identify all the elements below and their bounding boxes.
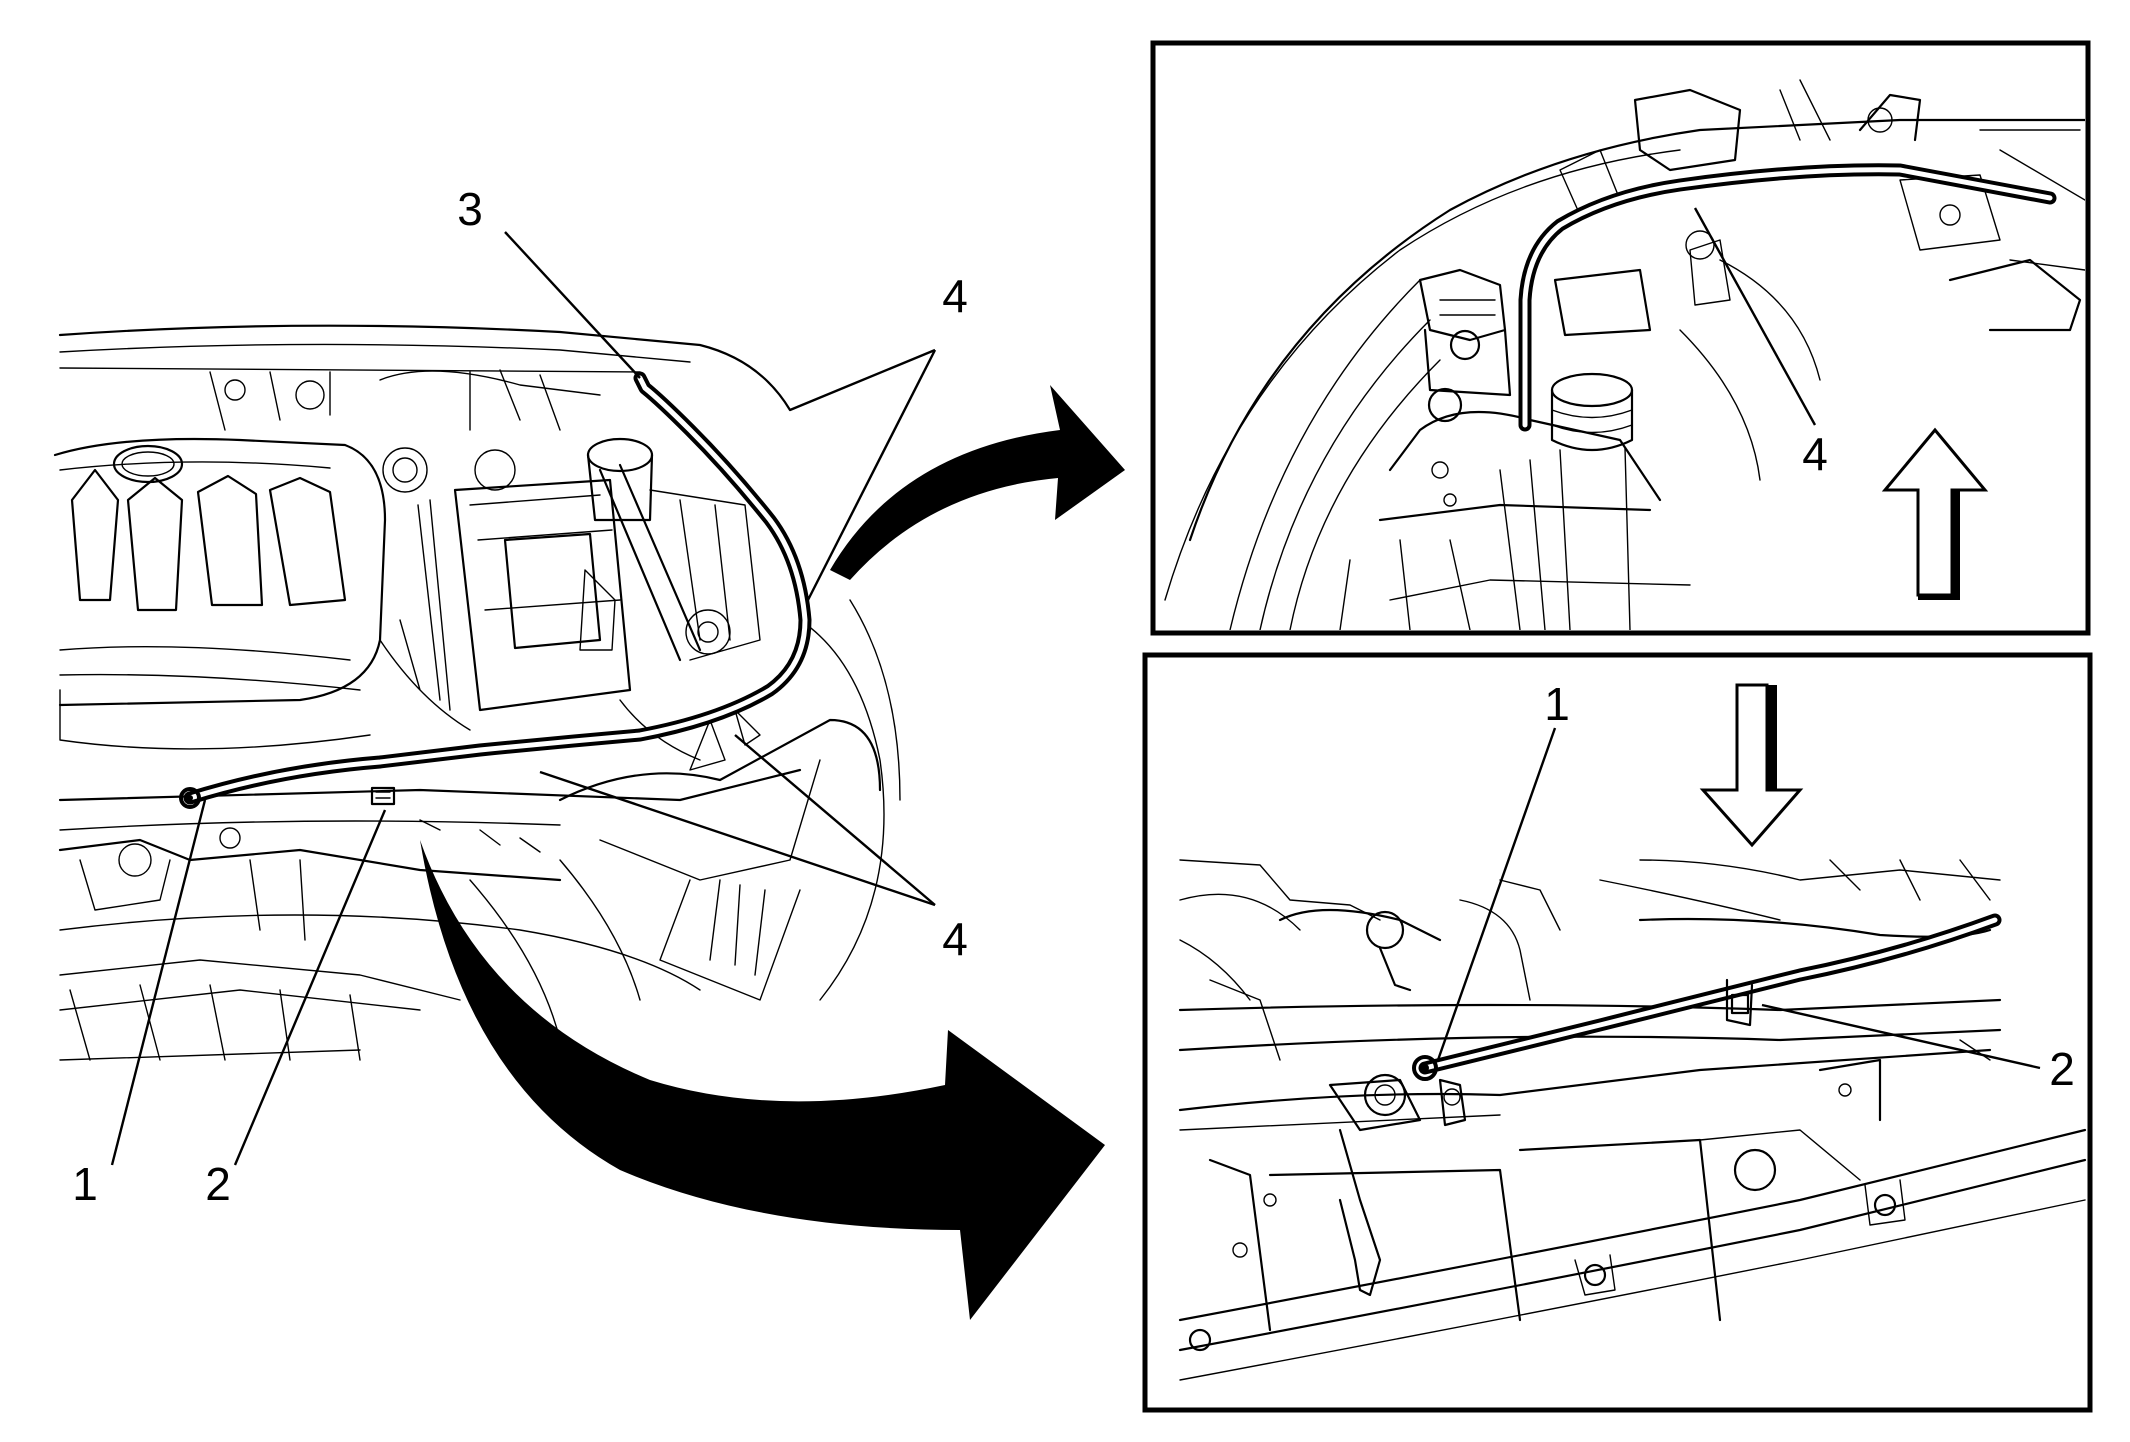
callout-4-lower: 4 bbox=[942, 913, 968, 965]
engine-bay-overview: 1 2 3 4 4 bbox=[53, 183, 968, 1210]
callout-4-upper: 4 bbox=[942, 270, 968, 322]
curved-arrow-icon bbox=[830, 385, 1125, 580]
callout-3: 3 bbox=[457, 183, 483, 235]
hose-overview bbox=[179, 371, 812, 809]
callout-4-top-inset: 4 bbox=[1802, 428, 1828, 480]
callout-2: 2 bbox=[205, 1158, 231, 1210]
clip-overview bbox=[370, 786, 396, 806]
curved-arrow-icon bbox=[420, 840, 1105, 1320]
hose-top-inset bbox=[1518, 163, 2057, 432]
detail-view-top: 4 bbox=[1150, 40, 2091, 636]
callout-1: 1 bbox=[72, 1158, 98, 1210]
detail-view-bottom: 1 2 bbox=[1142, 652, 2093, 1413]
hose-bottom-inset bbox=[1412, 913, 2002, 1081]
callout-2-bottom-inset: 2 bbox=[2049, 1043, 2075, 1095]
callout-1-bottom-inset: 1 bbox=[1544, 678, 1570, 730]
clip-bottom-inset bbox=[1725, 978, 1754, 1027]
